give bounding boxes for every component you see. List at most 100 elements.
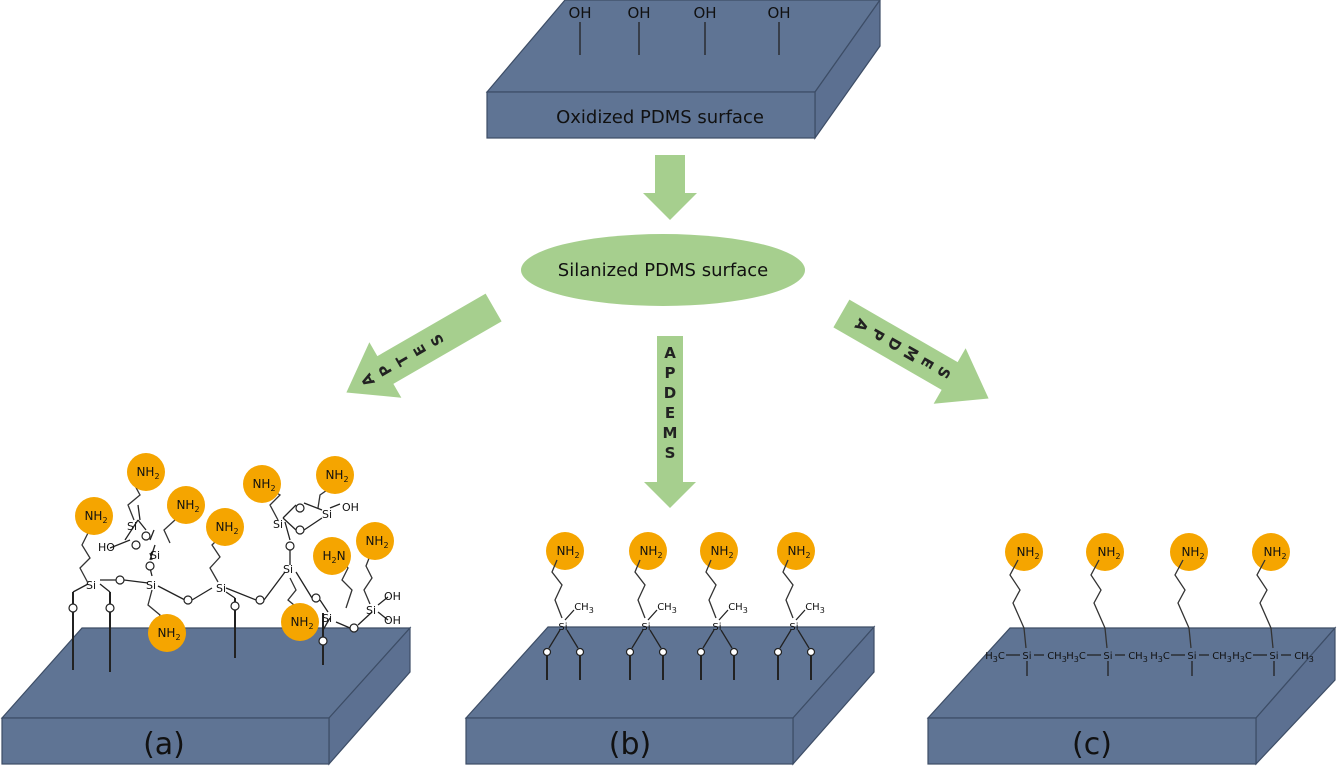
svg-text:Si: Si xyxy=(86,579,96,592)
amine-label: NH2 xyxy=(556,544,579,560)
panel-caption-a: (a) xyxy=(143,727,185,762)
silicon-atom: Si xyxy=(1269,651,1278,662)
arrow-letter: A xyxy=(664,344,676,362)
amine-bead xyxy=(1252,533,1290,571)
amine-group: NH2 xyxy=(167,486,205,524)
amine-bead xyxy=(1005,533,1043,571)
oxygen-atom xyxy=(729,647,739,657)
svg-text:Si: Si xyxy=(283,563,293,576)
amine-label: NH2 xyxy=(787,544,810,560)
oxygen-atom xyxy=(625,647,635,657)
amine-label: NH2 xyxy=(252,477,275,493)
methyl-label: CH3 xyxy=(1294,651,1314,664)
amine-bead xyxy=(356,522,394,560)
svg-text:Si: Si xyxy=(150,549,160,562)
silanized-pdms-node: Silanized PDMS surface xyxy=(521,234,805,306)
amine-bead xyxy=(148,614,186,652)
oxygen-atom xyxy=(658,647,668,657)
slab-b: (b) xyxy=(464,625,876,766)
slab-front-face xyxy=(465,717,794,765)
aptes-network: Si Si Si Si Si Si Si Si Si Si HO OH OH O… xyxy=(68,453,401,672)
amine-bead xyxy=(1170,533,1208,571)
amine-label: NH2 xyxy=(1016,545,1039,561)
hydroxyl-label: OH xyxy=(693,4,716,22)
amine-group: NH2 xyxy=(356,522,394,560)
amine-bead xyxy=(281,603,319,641)
methyl-label: CH3 xyxy=(574,602,594,615)
silicon-atom: Si xyxy=(1022,651,1031,662)
hydroxyl-label: OH xyxy=(568,4,591,22)
amine-group: NH2 xyxy=(316,456,354,494)
amine-bead xyxy=(167,486,205,524)
svg-text:Si: Si xyxy=(127,520,137,533)
silicon-atom: Si xyxy=(789,622,798,633)
amine-bead xyxy=(75,497,113,535)
oxidized-pdms-slab: Oxidized PDMS surface OH OH OH OH xyxy=(485,0,881,140)
amine-bead xyxy=(316,456,354,494)
amine-label: NH2 xyxy=(1181,545,1204,561)
svg-text:Si: Si xyxy=(273,518,283,531)
amine-label: NH2 xyxy=(639,544,662,560)
slab-a: (a) xyxy=(0,626,412,766)
amine-group: NH2 xyxy=(75,497,113,535)
hydroxyl-groups: OH OH OH OH xyxy=(568,4,791,55)
silicon-atom: Si xyxy=(1187,651,1196,662)
silanized-pdms-label: Silanized PDMS surface xyxy=(558,260,768,281)
svg-text:Si: Si xyxy=(146,579,156,592)
down-arrow xyxy=(643,155,697,220)
oxidized-pdms-label: Oxidized PDMS surface xyxy=(556,107,764,128)
amine-bead xyxy=(700,532,738,570)
arrow-letter: P xyxy=(665,364,676,382)
amine-label: NH2 xyxy=(176,498,199,514)
silanized-ellipse xyxy=(521,234,805,306)
amine-label: NH2 xyxy=(1263,545,1286,561)
amine-bead xyxy=(206,508,244,546)
amine-bead xyxy=(127,453,165,491)
amine-bead xyxy=(1086,533,1124,571)
amine-group: H2N xyxy=(313,537,351,575)
amine-label: NH2 xyxy=(710,544,733,560)
slab-front-face xyxy=(927,717,1257,765)
methyl-label: CH3 xyxy=(728,602,748,615)
amine-label: NH2 xyxy=(215,520,238,536)
oxygen-atom xyxy=(575,647,585,657)
methyl-label: H3C xyxy=(1150,651,1170,664)
methyl-label: H3C xyxy=(1066,651,1086,664)
svg-text:Si: Si xyxy=(366,604,376,617)
oxygen-atom xyxy=(773,647,783,657)
silicon-atom: Si xyxy=(641,622,650,633)
oxygen-atom xyxy=(542,647,552,657)
silicon-atoms: Si Si Si Si Si Si Si Si Si Si HO OH OH O… xyxy=(86,501,401,627)
amine-label: NH2 xyxy=(290,615,313,631)
methyl-label: H3C xyxy=(1232,651,1252,664)
methyl-label: CH3 xyxy=(805,602,825,615)
slab-top-face xyxy=(485,0,881,93)
methyl-label: CH3 xyxy=(657,602,677,615)
methyl-label: CH3 xyxy=(1128,651,1148,664)
slab-c: (c) xyxy=(926,626,1337,766)
amine-label: NH2 xyxy=(325,468,348,484)
svg-text:Si: Si xyxy=(216,582,226,595)
amine-bead xyxy=(313,537,351,575)
amine-group: NH2 xyxy=(281,603,319,641)
amine-bead xyxy=(629,532,667,570)
amine-label: NH2 xyxy=(1097,545,1120,561)
arrow-letter: D xyxy=(664,384,676,402)
amine-group: NH2 xyxy=(206,508,244,546)
amine-label: H2N xyxy=(322,549,345,565)
amine-group: NH2 xyxy=(148,614,186,652)
methyl-label: CH3 xyxy=(1212,651,1232,664)
hydroxyl-label: OH xyxy=(627,4,650,22)
